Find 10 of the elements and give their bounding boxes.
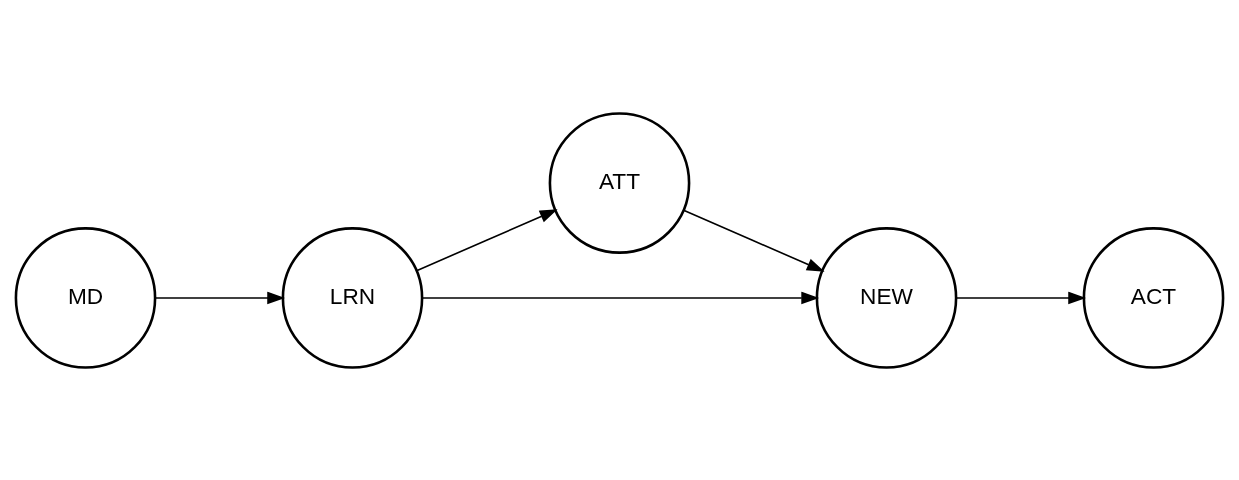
arrow [682, 209, 825, 272]
node-circle: LRN [281, 226, 424, 369]
arrow [154, 291, 286, 304]
node-circle: ACT [1082, 226, 1225, 369]
node-circle: NEW [815, 226, 958, 369]
arrow [415, 208, 558, 271]
node-circle: MD [14, 226, 157, 369]
arrow [955, 291, 1087, 304]
node-circle: ATT [548, 111, 691, 254]
arrow [421, 291, 820, 304]
